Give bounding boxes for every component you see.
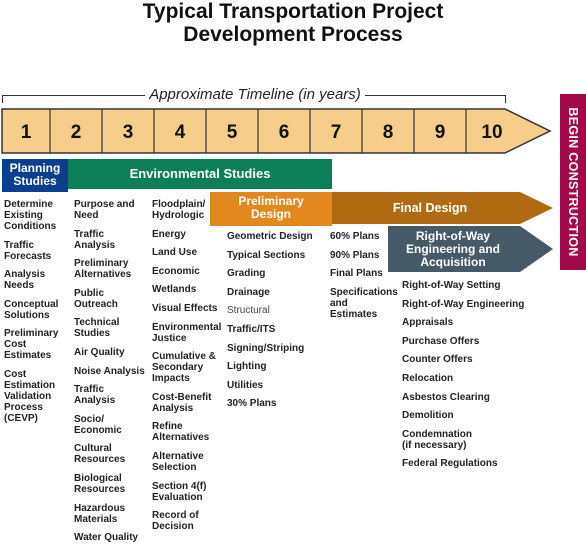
list-item: Alternative Selection [152,450,204,473]
timeline-dividers [49,109,467,153]
list-item: Noise Analysis [74,365,145,377]
preliminary-design-label-line-1: Preliminary [238,194,304,208]
planning-label-line-2: Studies [13,174,57,188]
list-item: Purchase Offers [402,335,480,347]
environmental-items-col-2: Floodplain/ Hydrologic Energy Land Use E… [152,199,222,540]
list-item: Preliminary Alternatives [74,258,132,281]
final-design-label: Final Design [392,201,468,215]
year-8: 8 [382,122,394,143]
year-7: 7 [330,122,342,143]
list-item: Demolition [402,410,454,422]
list-item: Lighting [227,361,267,373]
final-design-items: 60% Plans 90% Plans Final Plans Specific… [330,231,398,327]
preliminary-design-label: Preliminary Design [210,195,332,221]
list-item: Biological Resources [74,472,126,495]
row-items: Right-of-Way Setting Right-of-Way Engine… [402,280,532,477]
preliminary-design-items: Geometric Design Typical Sections Gradin… [227,231,331,417]
title-line-2: Development Process [183,23,403,46]
list-item: Drainage [227,286,270,298]
list-item: Cost-Benefit Analysis [152,391,212,414]
planning-label: Planning Studies [2,162,68,188]
list-item: Federal Regulations [402,458,498,470]
list-item: Conceptual Solutions [4,298,59,321]
list-item: Typical Sections [227,249,306,261]
list-item: Economic [152,265,200,277]
list-item: Grading [227,268,266,280]
list-item: Determine Existing Conditions [4,199,57,232]
list-item: Wetlands [152,284,197,296]
list-item: Environmental Justice [152,321,222,344]
list-item: Energy [152,228,186,240]
list-item: Floodplain/ Hydrologic [152,199,206,221]
year-3: 3 [122,122,134,143]
preliminary-design-label-line-2: Design [250,207,291,221]
list-item: 60% Plans [330,231,380,242]
list-item: Purpose and Need [74,199,135,221]
year-2: 2 [70,122,82,143]
list-item: Right-of-Way Setting [402,280,501,291]
environmental-items-col-1: Purpose and Need Traffic Analysis Prelim… [74,199,146,551]
list-item: Refine Alternatives [152,421,210,444]
list-item: Public Outreach [74,287,118,310]
list-item: Water Quality [74,532,139,544]
list-item: Condemnation (if necessary) [402,428,472,451]
list-item: Asbestos Clearing [402,391,490,403]
list-item: Preliminary Cost Estimates [4,328,59,362]
list-item: 90% Plans [330,249,380,261]
environmental-label: Environmental Studies [129,166,271,181]
row-label-line-3: Acquisition [420,255,486,269]
list-item: Section 4(f) Evaluation [152,480,207,503]
list-item: Cultural Resources [74,443,126,466]
row-label-line-1: Right-of-Way [415,229,491,243]
timeline-label-text: Approximate Timeline (in years) [145,86,365,103]
list-item: Visual Effects [152,302,218,314]
list-item: Relocation [402,372,454,384]
begin-construction-bar: BEGIN CONSTRUCTION [560,94,586,270]
list-item: Traffic Analysis [74,228,116,251]
list-item: Traffic/ITS [227,323,276,335]
list-item: Traffic Analysis [74,384,116,407]
list-item: Structural [227,305,270,317]
list-item: Signing/Striping [227,342,305,354]
list-item: Utilities [227,379,264,391]
final-design-arrow [332,192,553,224]
list-item: Analysis Needs [4,269,46,292]
row-label: Right-of-Way Engineering and Acquisition [388,230,518,269]
title-line-1: Typical Transportation Project [142,0,444,23]
list-item: Appraisals [402,317,454,329]
timeline-label: Approximate Timeline (in years) [0,86,510,104]
list-item: Geometric Design [227,231,313,242]
year-1: 1 [20,122,32,143]
list-item: Land Use [152,247,198,259]
planning-items: Determine Existing Conditions Traffic Fo… [4,199,66,432]
planning-label-line-1: Planning [9,161,61,175]
year-5: 5 [226,122,238,143]
planning-band [2,159,68,192]
diagram-shapes [1,108,553,272]
list-item: Record of Decision [152,510,199,533]
list-item: Final Plans [330,268,383,280]
diagram-title: Typical Transportation Project Developme… [0,0,586,46]
timeline-arrow [1,108,552,154]
list-item: Socio/ Economic [74,413,122,436]
row-label-line-2: Engineering and [405,242,500,256]
list-item: 30% Plans [227,398,277,410]
year-4: 4 [174,122,186,143]
year-6: 6 [278,122,290,143]
list-item: Right-of-Way Engineering [402,298,525,310]
begin-construction-label: BEGIN CONSTRUCTION [566,107,580,257]
list-item: Hazardous Materials [74,502,126,525]
list-item: Technical Studies [74,317,120,340]
preliminary-design-band [210,192,332,226]
list-item: Air Quality [74,346,125,358]
environmental-band [68,159,332,189]
year-10: 10 [481,122,503,143]
list-item: Cumulative & Secondary Impacts [152,351,216,385]
list-item: Cost Estimation Validation Process (CEVP… [4,368,56,424]
list-item: Traffic Forecasts [4,239,52,262]
row-arrow [388,226,553,272]
list-item: Counter Offers [402,354,473,366]
year-9: 9 [434,122,446,143]
list-item: Specifications and Estimates [330,286,398,320]
